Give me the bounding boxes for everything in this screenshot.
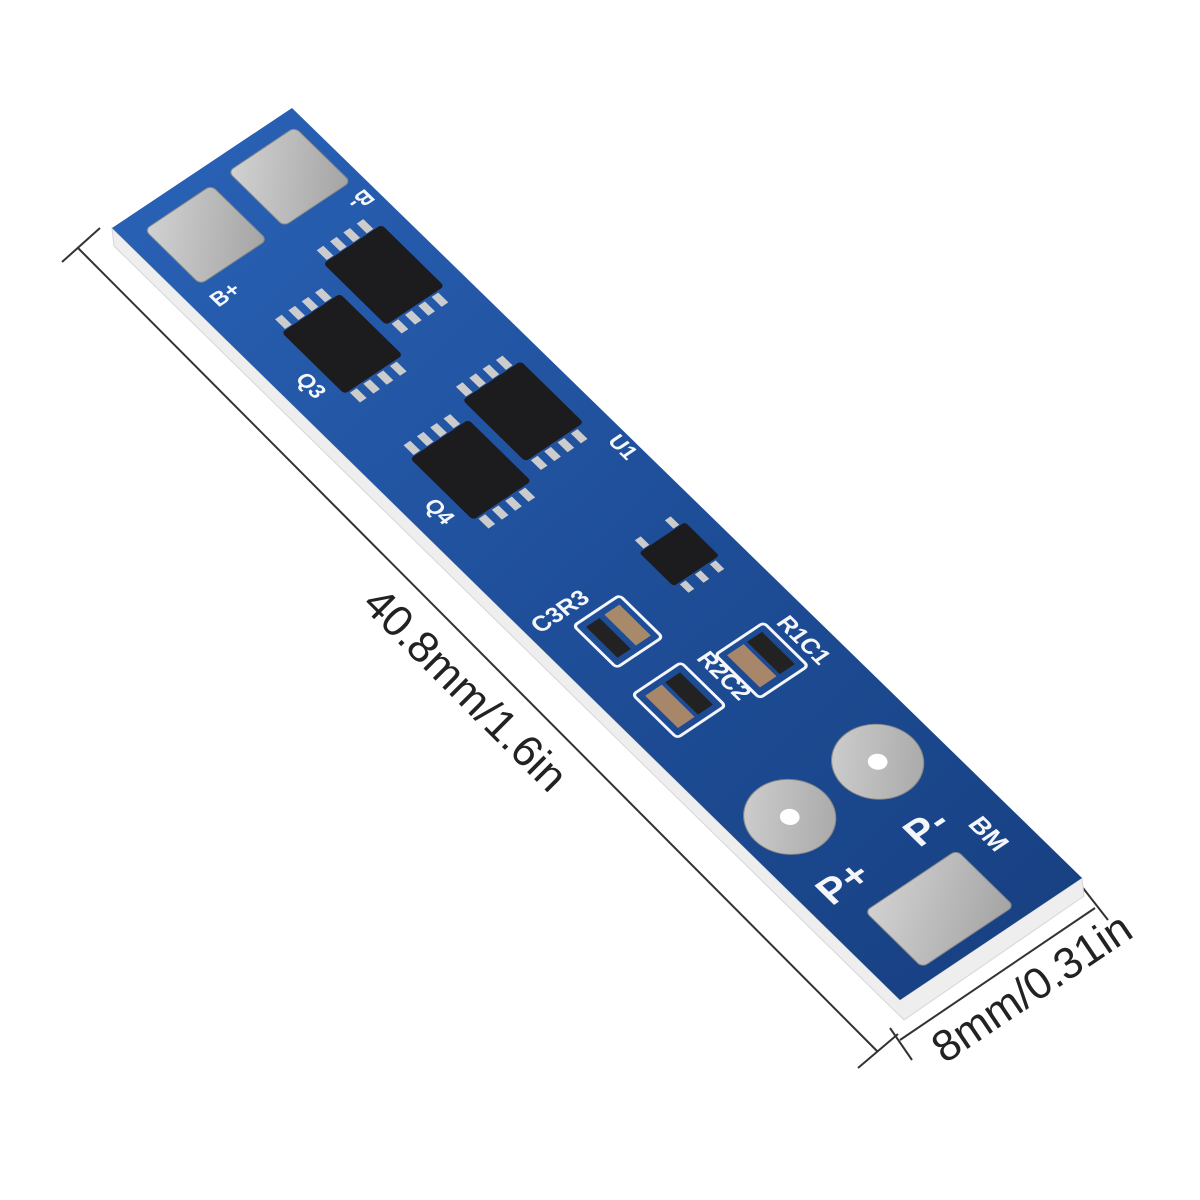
c3-r3-components	[573, 595, 663, 668]
p-plus-hole	[743, 778, 837, 855]
chip-u1	[455, 355, 588, 471]
b-minus-pad	[230, 128, 349, 225]
chip-small-ic	[634, 516, 725, 593]
r1-c1-components	[715, 622, 808, 699]
chip-upper-right	[316, 219, 449, 334]
length-dimension-line	[61, 227, 899, 1069]
width-dimension-line	[889, 887, 1109, 1061]
chip-q4	[403, 414, 536, 529]
bm-pad	[867, 851, 1012, 966]
p-minus-hole	[831, 723, 925, 800]
b-plus-pad	[146, 187, 265, 283]
chip-q3	[275, 288, 407, 403]
r2-c2-components	[632, 662, 726, 738]
